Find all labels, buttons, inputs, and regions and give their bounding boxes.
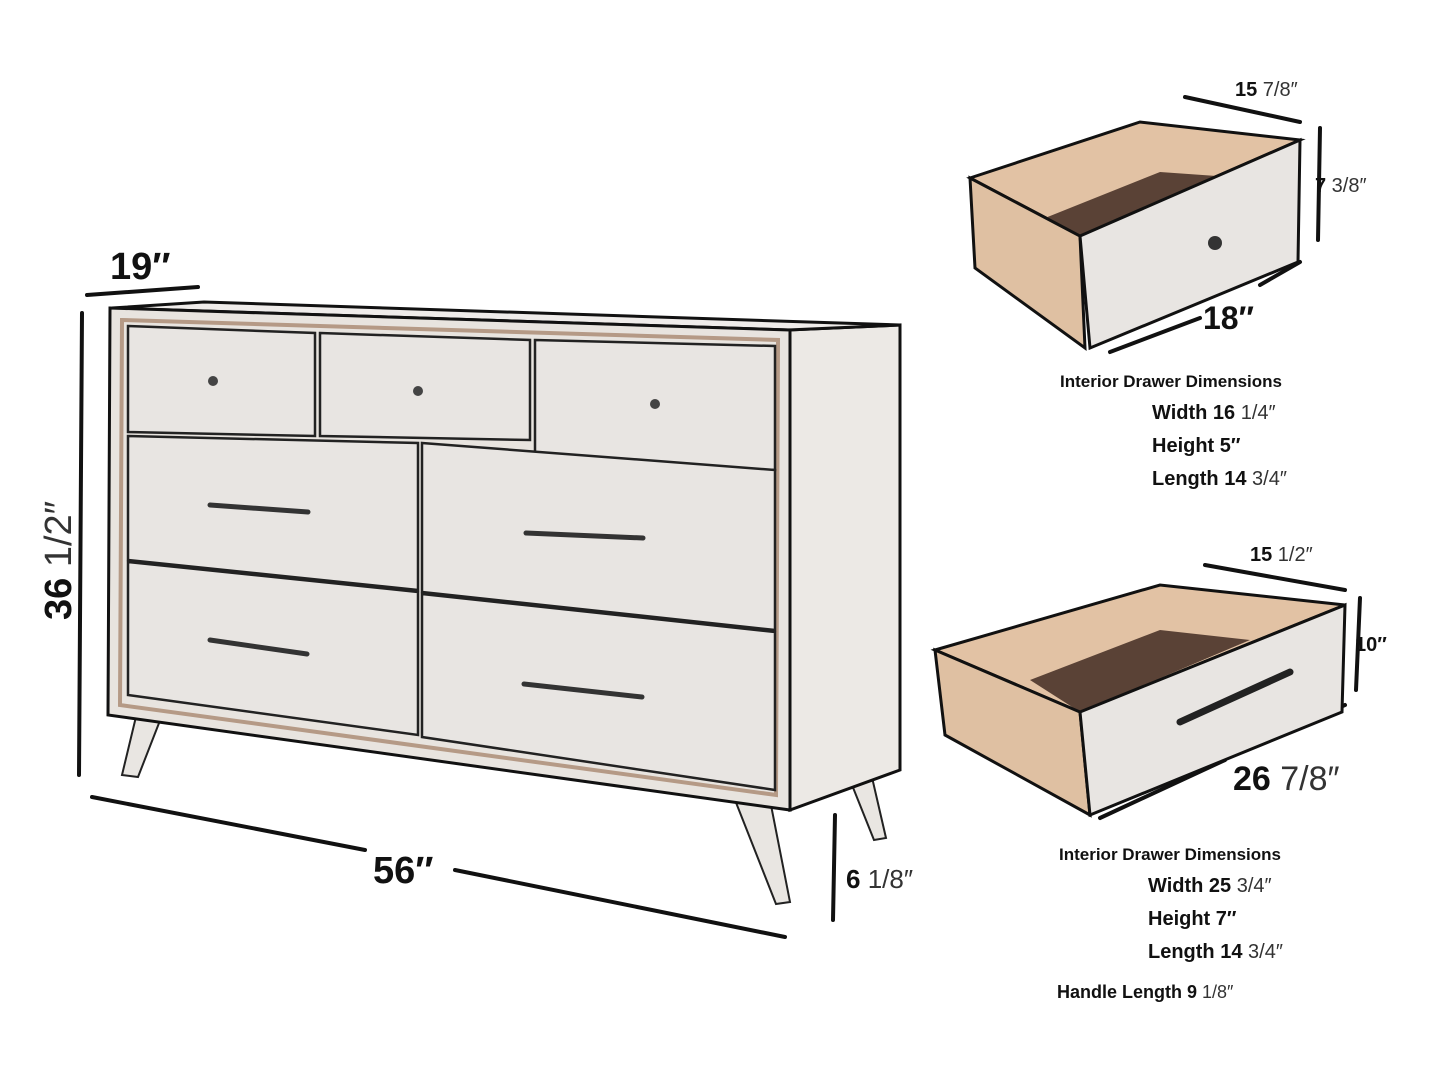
large-drawer-interior-dimensions: Interior Drawer Dimensions Width 25 3/4″…	[1059, 845, 1283, 964]
small-drawer-depth-label: 15 7/8″	[1235, 79, 1298, 101]
large-drawer-depth-label: 15 1/2″	[1250, 544, 1313, 566]
handle-length-label: Handle Length 9 1/8″	[1057, 982, 1234, 1002]
dresser	[106, 300, 902, 906]
dresser-width-label: 56″	[373, 850, 434, 892]
interior-width: Width 16 1/4″	[1152, 402, 1276, 424]
interior-length: Length 14 3/4″	[1152, 468, 1287, 490]
interior-height: Height 5″	[1152, 435, 1241, 457]
interior-heading: Interior Drawer Dimensions	[1059, 845, 1282, 864]
large-drawer-illustration	[930, 563, 1362, 820]
dresser-height-label: 36 1/2″	[38, 500, 80, 620]
interior-width: Width 25 3/4″	[1148, 875, 1272, 897]
small-drawer-interior-dimensions: Interior Drawer Dimensions Width 16 1/4″…	[1060, 372, 1287, 491]
small-drawer-height-label: 7 3/8″	[1315, 175, 1367, 197]
interior-heading: Interior Drawer Dimensions	[1060, 372, 1283, 391]
large-drawer-height-label: 10″	[1355, 634, 1387, 656]
leg-height-label: 6 1/8″	[846, 864, 914, 894]
dimension-lines	[77, 285, 837, 939]
interior-length: Length 14 3/4″	[1148, 941, 1283, 963]
small-drawer-width-label: 18″	[1203, 300, 1254, 336]
dresser-depth-label: 19″	[110, 246, 171, 288]
large-drawer-width-label: 26 7/8″	[1233, 760, 1340, 798]
interior-height: Height 7″	[1148, 908, 1237, 930]
small-drawer-illustration	[966, 95, 1322, 354]
